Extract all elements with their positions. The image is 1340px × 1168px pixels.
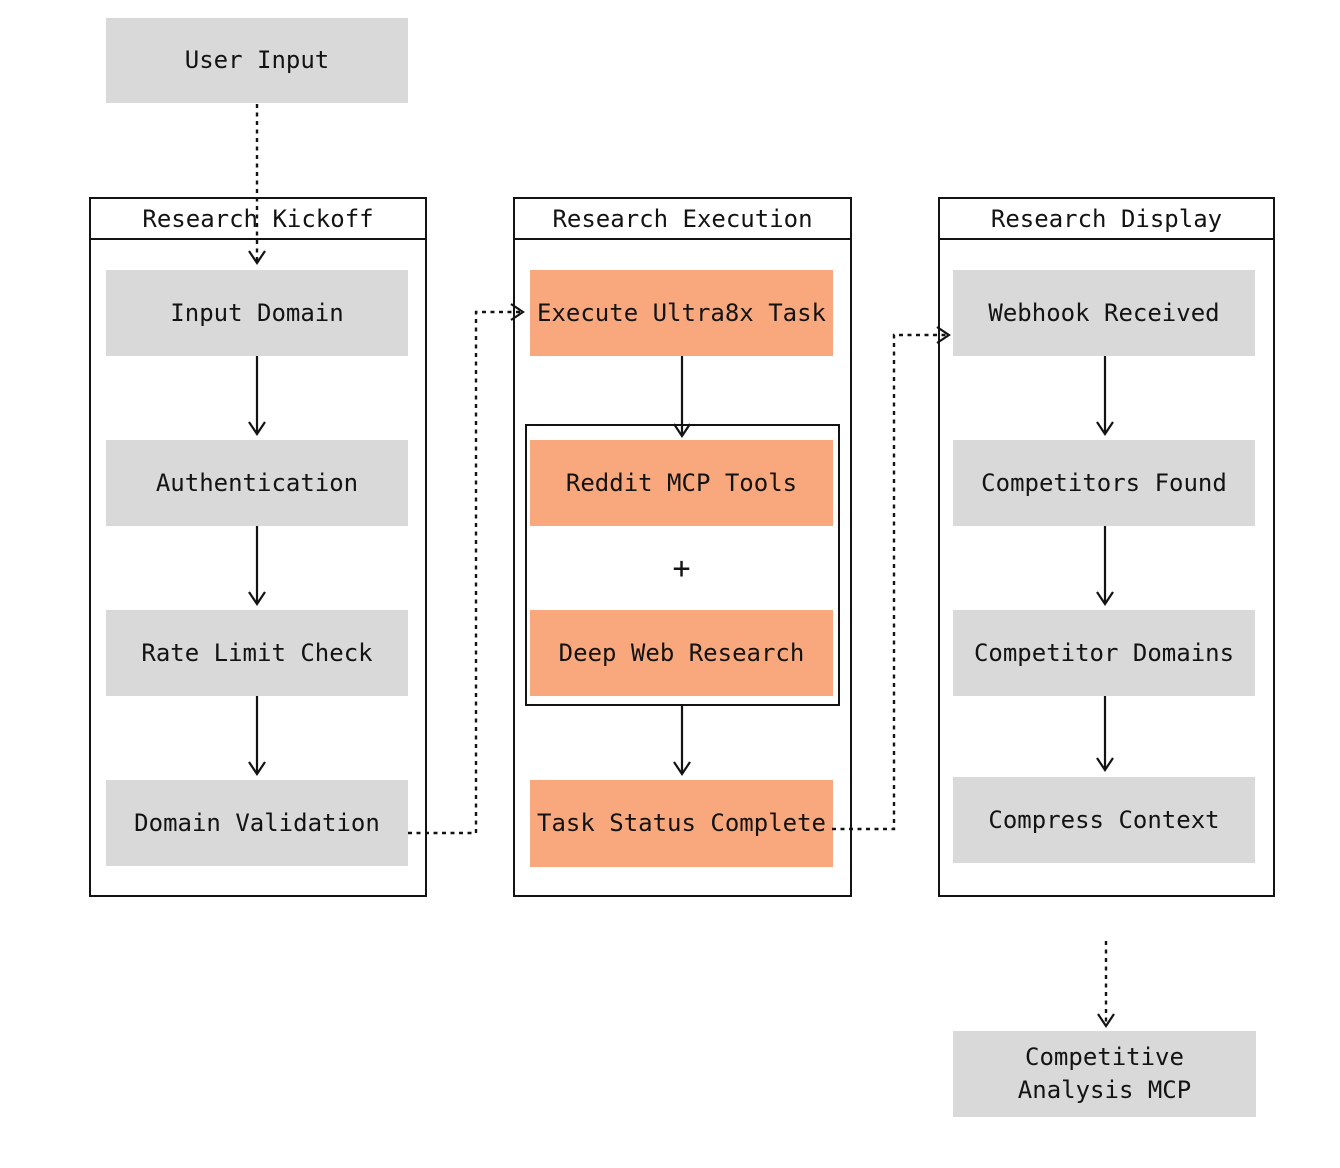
- node-input-domain: Input Domain: [106, 270, 408, 356]
- node-competitor-domains: Competitor Domains: [953, 610, 1255, 696]
- group-title-research-display: Research Display: [940, 199, 1273, 240]
- node-reddit-mcp-tools: Reddit MCP Tools: [530, 440, 833, 526]
- node-user-input: User Input: [106, 18, 408, 103]
- node-webhook-received: Webhook Received: [953, 270, 1255, 356]
- node-execute-ultra8x-task: Execute Ultra8x Task: [530, 270, 833, 356]
- node-competitive-analysis-mcp: Competitive Analysis MCP: [953, 1031, 1256, 1117]
- node-deep-web-research: Deep Web Research: [530, 610, 833, 696]
- node-task-status-complete: Task Status Complete: [530, 780, 833, 867]
- group-title-research-kickoff: Research Kickoff: [91, 199, 425, 240]
- node-domain-validation: Domain Validation: [106, 780, 408, 866]
- plus-operator: +: [672, 550, 691, 586]
- node-compress-context: Compress Context: [953, 777, 1255, 863]
- node-competitors-found: Competitors Found: [953, 440, 1255, 526]
- node-authentication: Authentication: [106, 440, 408, 526]
- group-title-research-execution: Research Execution: [515, 199, 850, 240]
- node-rate-limit-check: Rate Limit Check: [106, 610, 408, 696]
